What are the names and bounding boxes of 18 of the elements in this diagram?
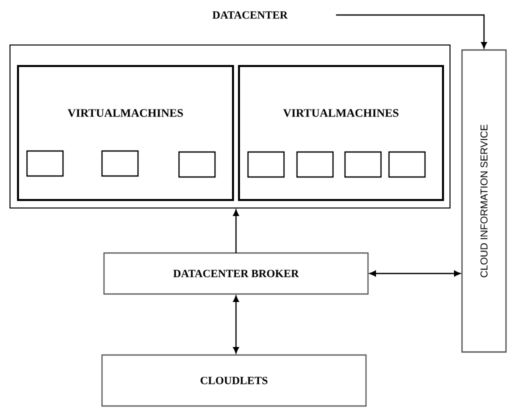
machine-box [388, 151, 426, 178]
process-box: CLOUDLETS [101, 354, 367, 407]
machine-box [178, 151, 216, 178]
machine-box [26, 150, 64, 177]
container-box [10, 44, 450, 208]
service-box: CLOUD INFORMATION SERVICE [461, 49, 507, 353]
title-text: DATACENTER [212, 11, 288, 19]
machine-box [344, 151, 382, 178]
machine-box [247, 151, 285, 178]
virtual-machines-box: VIRTUALMACHINES [238, 65, 444, 201]
arrow [370, 270, 460, 276]
machine-box [296, 151, 334, 178]
arrow [233, 210, 239, 253]
machine-box [101, 150, 139, 177]
virtual-machines-box: VIRTUALMACHINES [17, 65, 234, 201]
arrow [336, 14, 487, 48]
process-box: DATACENTER BROKER [103, 252, 369, 295]
arrow [233, 296, 239, 354]
